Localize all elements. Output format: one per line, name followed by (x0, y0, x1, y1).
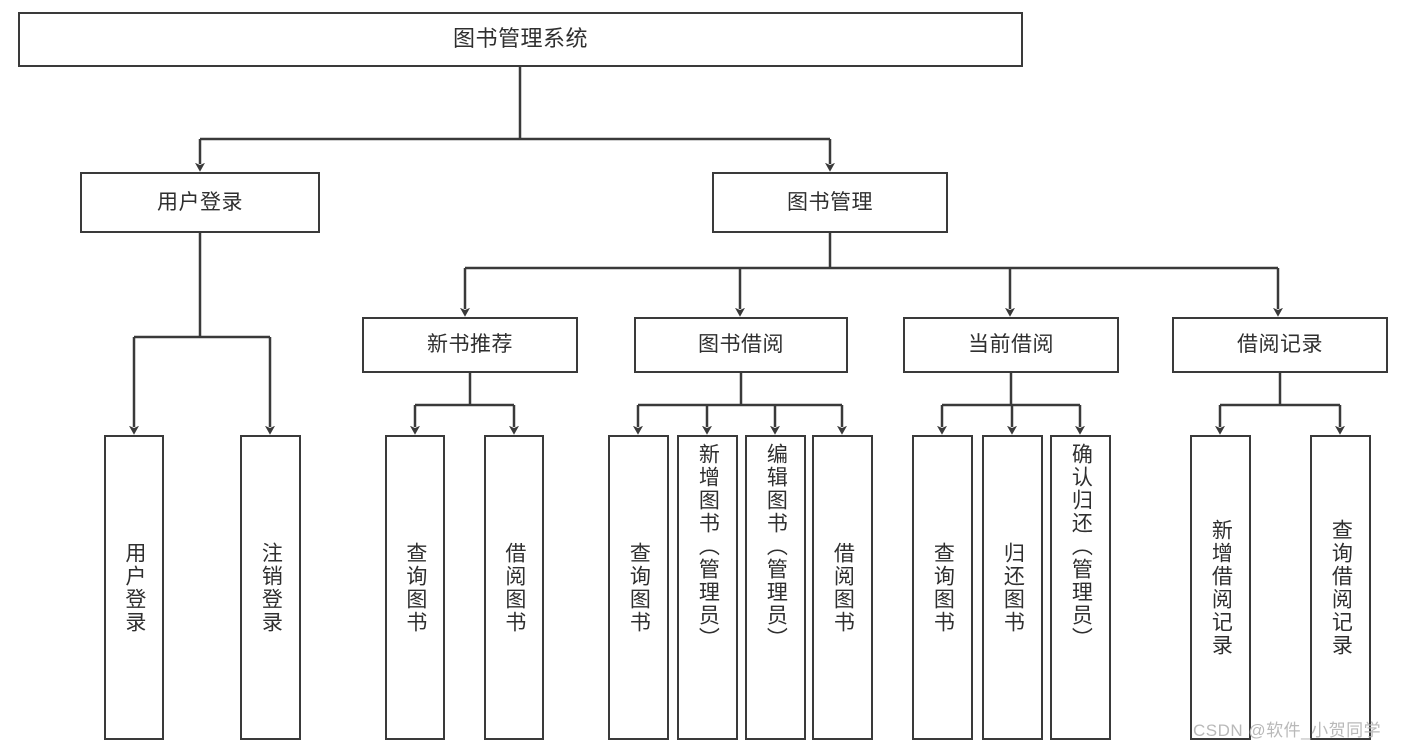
leaf-node-label: 查询图书 (931, 541, 955, 634)
leaf-node[interactable]: 查询图书 (608, 435, 669, 740)
leaf-node-label: 归还图书 (1001, 541, 1025, 634)
node-book-management-label: 图书管理 (787, 190, 873, 214)
node-borrow-records-label: 借阅记录 (1237, 333, 1323, 357)
leaf-node-label: 用户登录 (122, 541, 146, 634)
leaf-node-label: 新增图书（管理员） (696, 443, 720, 650)
leaf-node[interactable]: 注销登录 (240, 435, 301, 740)
leaf-node[interactable]: 编辑图书（管理员） (745, 435, 806, 740)
leaf-node[interactable]: 借阅图书 (484, 435, 544, 740)
leaf-node-label: 查询图书 (627, 541, 651, 634)
leaf-node-label: 新增借阅记录 (1209, 518, 1233, 657)
node-borrow-records[interactable]: 借阅记录 (1172, 317, 1388, 373)
node-book-management[interactable]: 图书管理 (712, 172, 948, 233)
node-root-label: 图书管理系统 (452, 26, 588, 52)
node-user-login[interactable]: 用户登录 (80, 172, 320, 233)
leaf-node[interactable]: 归还图书 (982, 435, 1043, 740)
node-root[interactable]: 图书管理系统 (18, 12, 1023, 67)
node-current-borrow-label: 当前借阅 (968, 333, 1054, 357)
leaf-node[interactable]: 借阅图书 (812, 435, 873, 740)
leaf-node[interactable]: 确认归还（管理员） (1050, 435, 1111, 740)
leaf-node-label: 确认归还（管理员） (1069, 443, 1093, 650)
node-new-book-recommend[interactable]: 新书推荐 (362, 317, 578, 373)
leaf-node-label: 借阅图书 (502, 541, 526, 634)
leaf-node[interactable]: 新增借阅记录 (1190, 435, 1251, 740)
leaf-node-label: 查询图书 (403, 541, 427, 634)
node-user-login-label: 用户登录 (157, 190, 243, 214)
csdn-watermark: CSDN @软件_小贺同学 (1193, 721, 1382, 740)
leaf-node[interactable]: 查询借阅记录 (1310, 435, 1371, 740)
leaf-node-label: 查询借阅记录 (1329, 518, 1353, 657)
leaf-node[interactable]: 查询图书 (912, 435, 973, 740)
leaf-node-label: 借阅图书 (831, 541, 855, 634)
node-book-borrow-label: 图书借阅 (698, 333, 784, 357)
leaf-node[interactable]: 查询图书 (385, 435, 445, 740)
node-book-borrow[interactable]: 图书借阅 (634, 317, 848, 373)
leaf-node[interactable]: 用户登录 (104, 435, 164, 740)
leaf-node-label: 编辑图书（管理员） (764, 443, 788, 650)
leaf-node[interactable]: 新增图书（管理员） (677, 435, 738, 740)
node-current-borrow[interactable]: 当前借阅 (903, 317, 1119, 373)
node-new-book-recommend-label: 新书推荐 (427, 333, 513, 357)
leaf-node-label: 注销登录 (259, 541, 283, 634)
